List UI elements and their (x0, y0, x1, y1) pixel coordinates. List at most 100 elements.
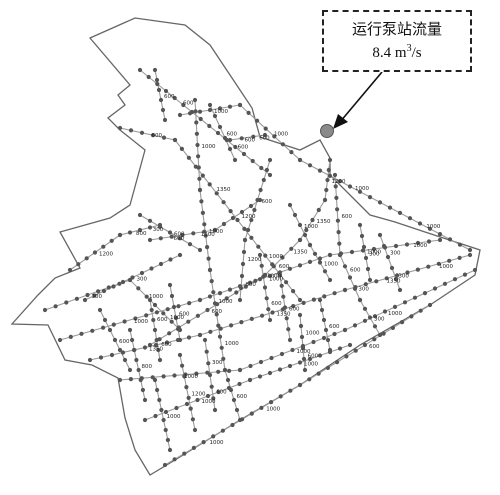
pipe-node (214, 191, 219, 196)
pipe-node (264, 296, 269, 301)
pipe-diameter-label: 1000 (202, 399, 216, 405)
pipe-node (247, 280, 253, 285)
pipe-node (352, 323, 358, 328)
pipe-node (207, 102, 213, 108)
pipe-node (128, 377, 133, 382)
pipe-node (144, 294, 149, 299)
pipe-node (227, 146, 233, 152)
pipe-node (422, 291, 428, 296)
pipe-node (371, 246, 377, 252)
pipe-node (211, 290, 216, 295)
pipe-node (161, 417, 166, 423)
pipe-node (159, 407, 164, 413)
pipe-node (249, 217, 254, 223)
pipe-node (151, 317, 156, 323)
pipe-node (137, 67, 143, 73)
pipe-diameter-label: 1000 (306, 331, 320, 337)
pipe-segment (229, 134, 266, 141)
pipe-node (211, 434, 216, 439)
pipe-node (224, 296, 229, 301)
pipe-node (297, 237, 303, 243)
pipe-node (172, 457, 177, 462)
pipe-node (257, 277, 263, 282)
pipe-node (106, 285, 111, 290)
pipe-node (247, 377, 253, 383)
pipe-node (277, 272, 283, 278)
pipe-node (149, 307, 154, 313)
pipe-node (442, 281, 448, 286)
pipe-node (163, 88, 169, 94)
pipe-node (287, 363, 293, 369)
pipe-node (175, 326, 181, 332)
pipe-diameter-label: 600 (279, 264, 290, 270)
pipe-diameter-label: 600 (212, 309, 223, 315)
pipe-diameter-label: 1000 (413, 243, 427, 249)
pipe-node (152, 377, 158, 383)
pipe-node (147, 297, 153, 303)
pipe-node (212, 113, 218, 119)
flow-unit-rest: /s (411, 45, 422, 61)
pipe-node (472, 267, 478, 273)
pipe-node (195, 397, 200, 403)
pipe-node (436, 261, 441, 266)
pipe-node (260, 313, 265, 318)
pipe-node (402, 300, 408, 305)
pipe-node (227, 287, 233, 292)
pipe-node (167, 230, 173, 235)
pipe-node (312, 251, 318, 256)
pipe-node (395, 273, 400, 278)
pipe-node (216, 369, 221, 374)
pipe-node (162, 117, 168, 123)
pipe-node (327, 347, 333, 353)
pipe-node (261, 177, 266, 183)
pipe-node (198, 116, 203, 122)
pipe-node (74, 296, 79, 301)
pipe-node (342, 264, 348, 269)
pipe-node (360, 248, 366, 253)
pipe-node (255, 118, 260, 123)
pipe-node (137, 227, 143, 233)
pipe-node (216, 323, 221, 328)
pipe-node (156, 87, 162, 93)
pipe-node (321, 335, 327, 341)
pipe-node (197, 297, 203, 303)
pipe-node (233, 144, 238, 150)
pipe-node (335, 218, 340, 223)
pipe-node (212, 227, 218, 233)
pipe-diameter-label: 600 (289, 307, 300, 313)
pipe-node (363, 255, 369, 261)
pipe-diameter-label: 600 (350, 268, 361, 274)
pipe-node (239, 320, 244, 325)
pipe-node (237, 381, 242, 387)
pipe-node (92, 250, 98, 255)
pipe-diameter-label: 600 (329, 324, 340, 330)
pipe-node (299, 334, 305, 340)
pipe-node (302, 367, 308, 373)
pipe-node (397, 210, 403, 215)
pipe-diameter-label: 1000 (225, 341, 239, 347)
pipe-node (323, 327, 329, 333)
pipe-node (362, 306, 368, 311)
pipe-node (332, 291, 337, 296)
pipe-diameter-label: 600 (271, 301, 282, 307)
pipe-diameter-label: 1000 (219, 299, 233, 305)
pipe-node (193, 109, 198, 114)
pipe-node (426, 264, 431, 269)
pipe-diameter-label: 300 (390, 251, 401, 257)
pipe-diameter-label: 1000 (214, 109, 228, 115)
pipe-node (232, 157, 238, 163)
pipe-diameter-label: 600 (237, 394, 248, 400)
pipe-node (251, 134, 256, 139)
pipe-node (142, 345, 148, 350)
pipe-node (381, 331, 386, 336)
callout-title: 运行泵站流量 (351, 20, 442, 38)
pipe-node (182, 374, 187, 379)
pipe-node (237, 102, 243, 108)
callout-arrow (339, 71, 383, 123)
pipe-diameter-label: 300 (398, 274, 409, 280)
pipe-diameter-label: 600 (216, 389, 227, 395)
pipe-node (227, 368, 232, 373)
pipe-node (404, 242, 410, 247)
pipe-node (287, 337, 293, 343)
